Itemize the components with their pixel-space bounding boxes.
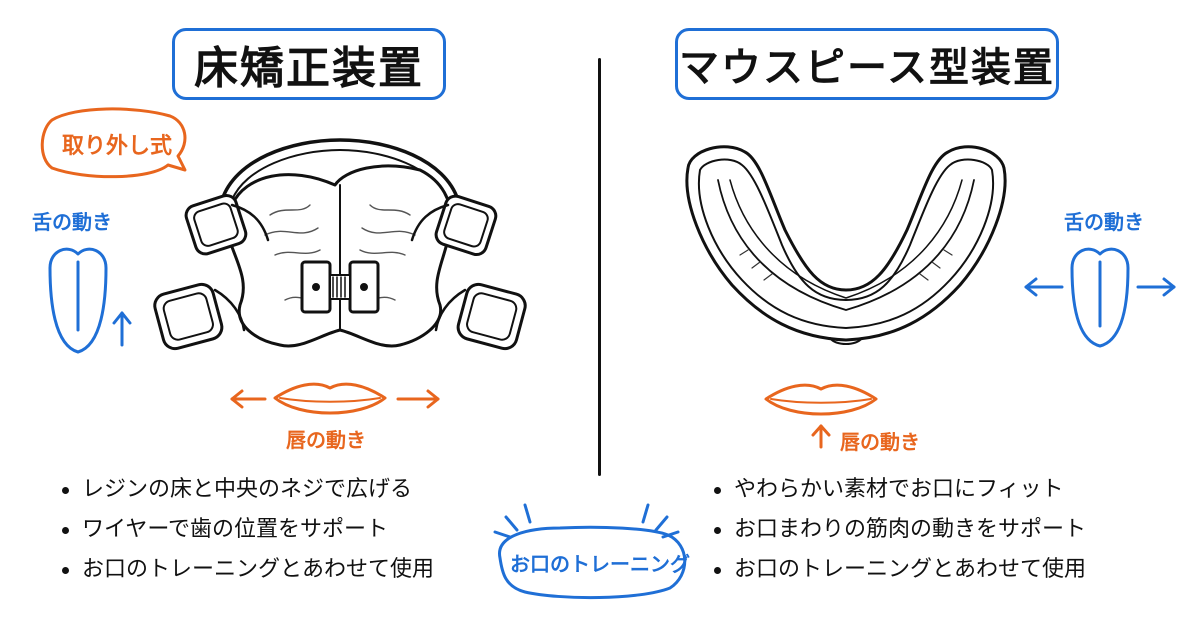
- tongue-up-arrow: [112, 311, 132, 347]
- list-item: お口まわりの筋肉の動きをサポート: [712, 510, 1086, 550]
- center-divider: [598, 58, 601, 476]
- list-item: レジンの床と中央のネジで広げる: [60, 470, 434, 510]
- left-bullet-list: レジンの床と中央のネジで広げる ワイヤーで歯の位置をサポート お口のトレーニング…: [60, 470, 434, 590]
- lip-outward-arrows: [230, 389, 440, 409]
- right-tongue-illustration: [1070, 247, 1130, 348]
- left-tongue-illustration: [48, 247, 108, 354]
- right-lip-label: 唇の動き: [840, 430, 920, 454]
- list-item: ワイヤーで歯の位置をサポート: [60, 510, 434, 550]
- right-title-box: マウスピース型装置: [675, 28, 1059, 100]
- right-tongue-label: 舌の動き: [1064, 210, 1144, 234]
- training-badge-bubble: [493, 503, 687, 600]
- left-lip-label: 唇の動き: [286, 428, 366, 452]
- tongue-sideways-arrows: [1024, 277, 1176, 297]
- lip-up-arrow: [811, 424, 831, 449]
- right-bullet-list: やわらかい素材でお口にフィット お口まわりの筋肉の動きをサポート お口のトレーニ…: [712, 470, 1086, 590]
- removable-badge-bubble: [40, 107, 187, 179]
- right-lips-illustration: [764, 383, 878, 416]
- right-title: マウスピース型装置: [679, 45, 1055, 91]
- list-item: お口のトレーニングとあわせて使用: [60, 550, 434, 590]
- training-badge-label: お口のトレーニング: [510, 552, 690, 576]
- list-item: お口のトレーニングとあわせて使用: [712, 550, 1086, 590]
- left-title: 床矯正装置: [194, 43, 424, 94]
- left-title-box: 床矯正装置: [172, 28, 446, 100]
- mouthpiece-illustration: [685, 145, 1007, 345]
- left-lips-illustration: [273, 382, 387, 415]
- list-item: やわらかい素材でお口にフィット: [712, 470, 1086, 510]
- left-tongue-label: 舌の動き: [32, 210, 112, 234]
- expansion-plate-illustration: [153, 138, 527, 351]
- removable-badge-label: 取り外し式: [62, 134, 173, 159]
